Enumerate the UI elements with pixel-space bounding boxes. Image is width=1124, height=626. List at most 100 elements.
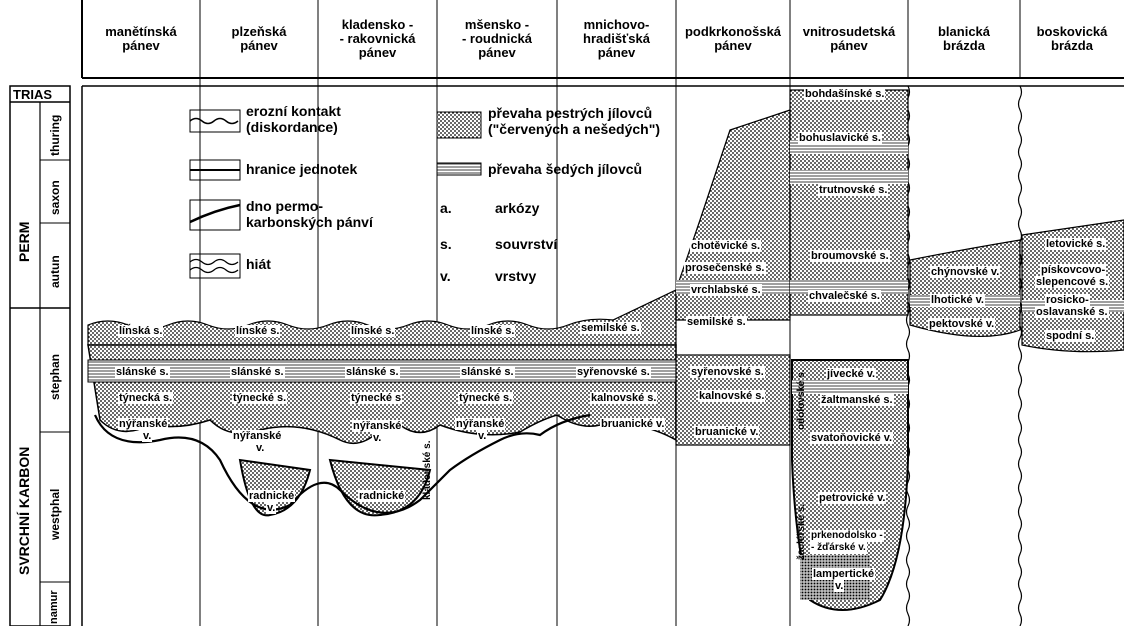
unit-label: petrovické v. bbox=[818, 492, 886, 504]
legend-pestre: převaha pestrých jílovců ("červených a n… bbox=[488, 105, 660, 137]
legend-hiat-swatch bbox=[190, 254, 240, 278]
unit-label: v. bbox=[834, 580, 844, 592]
unit-label: radnické bbox=[248, 490, 295, 502]
unit-label: týnecká s. bbox=[118, 392, 173, 404]
legend-abbr-a: a. bbox=[440, 200, 452, 216]
col-header-line: pánev bbox=[340, 46, 416, 60]
vnitrosudetska-hatch4 bbox=[792, 380, 908, 394]
unit-label: prosečenské s. bbox=[684, 262, 766, 274]
unit-label: bruanické v. bbox=[694, 426, 759, 438]
unit-label: bohdašínské s. bbox=[804, 88, 885, 100]
radnicke-lobe-kladno bbox=[330, 460, 430, 515]
legend-hranice: hranice jednotek bbox=[246, 161, 357, 177]
unit-label: bohuslavické s. bbox=[798, 132, 882, 144]
unit-label: v. bbox=[255, 442, 265, 454]
strat-stephan: stephan bbox=[48, 354, 62, 400]
unit-label: týnecké s. bbox=[232, 392, 287, 404]
col-header-line: plzeňská bbox=[232, 25, 287, 39]
legend-dno-line1: dno permo- bbox=[246, 198, 373, 214]
legend-sede-swatch bbox=[437, 163, 481, 175]
unit-label: lhotické v. bbox=[930, 294, 985, 306]
legend-dno-line2: karbonských pánví bbox=[246, 214, 373, 230]
unit-label: kalnovské s. bbox=[590, 392, 657, 404]
unit-label: slánské s. bbox=[115, 366, 170, 378]
unit-label: kalnovské s. bbox=[698, 390, 765, 402]
strat-westphal: westphal bbox=[48, 489, 62, 540]
unit-label: - žďárské v. bbox=[810, 542, 867, 554]
unit-label: broumovské s. bbox=[810, 250, 890, 262]
legend-sede: převaha šedých jílovců bbox=[488, 161, 642, 177]
unit-label: lampertické bbox=[812, 568, 875, 580]
legend-pestre-swatch bbox=[437, 112, 481, 138]
unit-label: pískovcovo- bbox=[1040, 264, 1106, 276]
col-header-line: pánev bbox=[685, 39, 781, 53]
unit-label: línské s. bbox=[350, 325, 395, 337]
unit-label: nýřanské bbox=[455, 418, 505, 430]
unit-label: slánské s. bbox=[460, 366, 515, 378]
legend-pestre-line2: ("červených a nešedých") bbox=[488, 121, 660, 137]
unit-label: lín̆ská s. bbox=[118, 325, 163, 337]
unit-label-vertical: kladenské s. bbox=[422, 441, 433, 500]
col-header-line: brázda bbox=[1037, 39, 1108, 53]
legend-abbr-s-text: souvrství bbox=[495, 236, 557, 252]
unit-label: letovické s. bbox=[1045, 238, 1106, 250]
legend-dno: dno permo- karbonských pánví bbox=[246, 198, 373, 230]
unit-label: slánské s. bbox=[345, 366, 400, 378]
legend-abbr-v-text: vrstvy bbox=[495, 268, 536, 284]
boskovicka-left-wavy-border bbox=[1019, 86, 1022, 626]
unit-label: pektovské v. bbox=[928, 318, 995, 330]
col-header-line: pánev bbox=[583, 46, 650, 60]
legend-erozni-line1: erozní kontakt bbox=[246, 103, 341, 119]
unit-label: nýřanské bbox=[118, 418, 168, 430]
col-header-line: boskovická bbox=[1037, 25, 1108, 39]
unit-label: v. bbox=[372, 432, 382, 444]
unit-label: línské s. bbox=[470, 325, 515, 337]
unit-label: semilské s. bbox=[686, 316, 747, 328]
col-header-line: mšensko - bbox=[462, 18, 532, 32]
unit-label: oslavanské s. bbox=[1035, 306, 1109, 318]
col-header-line: - roudnická bbox=[462, 32, 532, 46]
unit-label: syřenovské s. bbox=[576, 366, 651, 378]
unit-label: trutnovské s. bbox=[818, 184, 888, 196]
unit-label: týnecké s. bbox=[458, 392, 513, 404]
legend-dno-swatch bbox=[190, 200, 240, 230]
unit-label: bruanické v. bbox=[600, 418, 665, 430]
legend-erozni: erozní kontakt (diskordance) bbox=[246, 103, 341, 135]
col-header-line: mnichovo- bbox=[583, 18, 650, 32]
unit-label: žaltmanské s. bbox=[820, 394, 894, 406]
col-header-line: brázda bbox=[938, 39, 990, 53]
legend-pestre-line1: převaha pestrých jílovců bbox=[488, 105, 660, 121]
unit-label: syřenovské s. bbox=[690, 366, 765, 378]
col-header-line: vnitrosudetská bbox=[803, 25, 895, 39]
col-header-line: pánev bbox=[232, 39, 287, 53]
strat-saxon: saxon bbox=[48, 180, 62, 215]
vnitrosudetska-hatch2 bbox=[790, 170, 908, 184]
unit-label: línské s. bbox=[235, 325, 280, 337]
unit-label: slepencové s. bbox=[1035, 276, 1109, 288]
unit-label: chýnovské v. bbox=[930, 266, 1000, 278]
col-header-line: - rakovnická bbox=[340, 32, 416, 46]
unit-label: svatoňovické v. bbox=[810, 432, 893, 444]
col-header-line: pánev bbox=[803, 39, 895, 53]
unit-label-vertical: odolovské s. bbox=[796, 369, 807, 430]
unit-label: v. bbox=[477, 430, 487, 442]
unit-label: spodní s. bbox=[1045, 330, 1095, 342]
col-header-line: podkrkonošská bbox=[685, 25, 781, 39]
unit-label: v. bbox=[142, 430, 152, 442]
col-header-line: hradišťská bbox=[583, 32, 650, 46]
legend-abbr-s: s. bbox=[440, 236, 452, 252]
unit-label: týnecké s bbox=[350, 392, 402, 404]
unit-label: semilské s. bbox=[580, 322, 641, 334]
col-header-line: manětínská bbox=[105, 25, 177, 39]
strat-thuring: thuring bbox=[48, 115, 62, 156]
unit-label: chvalečské s. bbox=[808, 290, 881, 302]
strat-namur: namur bbox=[48, 590, 60, 624]
